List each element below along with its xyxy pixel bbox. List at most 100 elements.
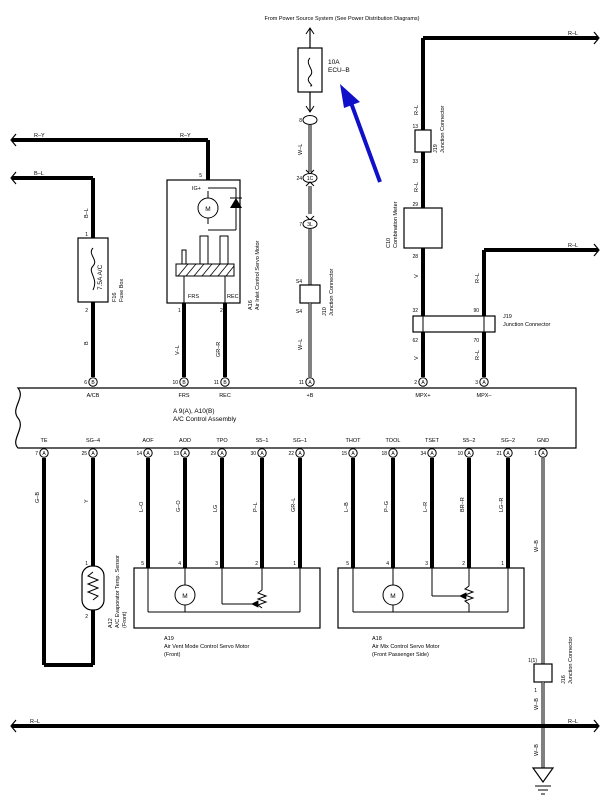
wire-r-l-right: R–L [568,243,578,249]
pin-number: 22 [288,451,294,457]
pin-number: 11 [299,380,304,386]
servo-pin-number: 1 [293,561,296,567]
j10-pin-bot: S4 [296,309,302,315]
wire-w-b-2: W–B [534,698,540,710]
wire-r-y-left: R–Y [34,133,45,139]
pin-label: SG–4 [86,438,100,444]
pin-circle [427,448,437,458]
pin-label: A/CB [87,393,100,399]
c10-name: Combination Meter [393,201,399,248]
ac-fuse-name: Fuse Box [119,279,125,302]
pin-number: 29 [210,451,216,457]
wire-color-label: P–L [253,502,259,512]
pin-label: AOD [179,438,191,444]
j19b-pin-70: 70 [473,338,479,344]
wire-r-l-bottom-left: R–L [30,719,40,725]
j19a-pin-13: 13 [412,124,418,130]
wire-r-l-2: R–L [414,182,420,192]
j16-id: J16 [561,675,567,684]
pin-circle [220,377,230,387]
servo-pin-number: 2 [462,561,465,567]
j16-pin-top: 1(1) [528,658,537,664]
a16-frs: FRS [188,294,199,300]
a12-pin-1: 1 [85,561,88,567]
pin-label: REC [219,393,231,399]
j10-connector [299,284,321,304]
wire-v-2: V [414,356,420,360]
wire-y: Y [84,499,90,503]
pin-number: 15 [341,451,347,457]
wire-r-y-right: R–Y [180,133,191,139]
pin-label: SG–1 [293,438,307,444]
ac-fuse-pin-2: 2 [85,308,88,314]
ecu-b-pin-7: 7 [299,222,302,228]
servo-pin-number: 4 [178,561,181,567]
a18-id: A18 [372,636,382,642]
pin-tag: A [42,451,46,457]
pin-label: MPX+ [415,393,430,399]
wire-p-g: P–G4 [384,458,395,568]
ac-fuse-rating: 7.5A A/C [97,264,104,290]
a19-name: Air Vent Mode Control Servo Motor [164,644,249,650]
wire-color-label: LG–R [499,498,505,512]
pin-circle [503,448,513,458]
a18-motor-label: M [390,593,395,600]
wire-r-l-top: R–L [568,31,578,37]
pin-tag: A [351,451,355,457]
wire-b-l-vert: B–L [84,208,90,218]
pin-tag: A [391,451,395,457]
a16-id: A16 [248,300,254,310]
servo-pin-number: 3 [215,561,218,567]
fuse-icon [307,57,313,87]
wire-color-label: LG [213,505,219,512]
pin-circle [464,448,474,458]
wire-v-l: V–L [175,345,181,355]
pin-number: 2 [414,380,417,386]
a12-name: A/C Evaporator Temp. Sensor [115,555,121,628]
pin-tag: A [260,451,264,457]
pin-number: 6 [84,380,87,386]
pin-circle [217,448,227,458]
wire-w-l-1: W–L [298,144,304,155]
bottom-r-l-bus: R–L R–L [10,719,600,733]
a16-ig-terminal: IG+ [192,186,201,192]
a16-pin-2: 2 [220,308,223,314]
pin-label: TPO [216,438,228,444]
pin-tag: B [223,380,227,386]
pin-label: MPX– [477,393,493,399]
pin-circle [418,377,428,387]
pin-number: 11 [214,380,219,386]
ecu-bottom-pins: A7TEA25SG–4A14AOFA13AODA29TPOA30S5–1A22S… [35,438,549,458]
j16-pin-bot: 1 [534,688,537,694]
pin-circle [179,377,189,387]
servo-pin-number: 2 [255,561,258,567]
a12-id: A12 [108,618,114,628]
pin-tag: A [421,380,425,386]
wire-color-label: BR–R [460,497,466,512]
pin-tag: B [91,380,95,386]
ac-fuse-pin-1: 1 [85,232,88,238]
servo-pin-number: 5 [346,561,349,567]
pin-number: 21 [496,451,502,457]
a18-servo-motor: M A18 Air Mix Control Servo Motor (Front… [337,567,525,658]
pin-label: FRS [179,393,190,399]
pin-tag: A [91,451,95,457]
ecu-b-tag-3l: 3L [307,222,313,228]
wire-r-l-bottom-right: R–L [568,719,578,725]
ac-fuse-id: F16 [112,293,118,302]
wire-l-o: L–O5 [139,458,150,568]
wire-gr-r: GR–R [216,342,222,357]
a16-pin-1: 1 [178,308,181,314]
wire-p-l: P–L 2 [253,458,264,568]
servo-pin-number: 3 [425,561,428,567]
pin-label: +B [307,393,314,399]
a16-servo-motor: IG+ M FRS REC 1 2 A16 Air Inlet Control … [166,179,261,314]
j19b-pin-62: 62 [412,338,418,344]
c10-pin-28: 28 [412,254,418,260]
